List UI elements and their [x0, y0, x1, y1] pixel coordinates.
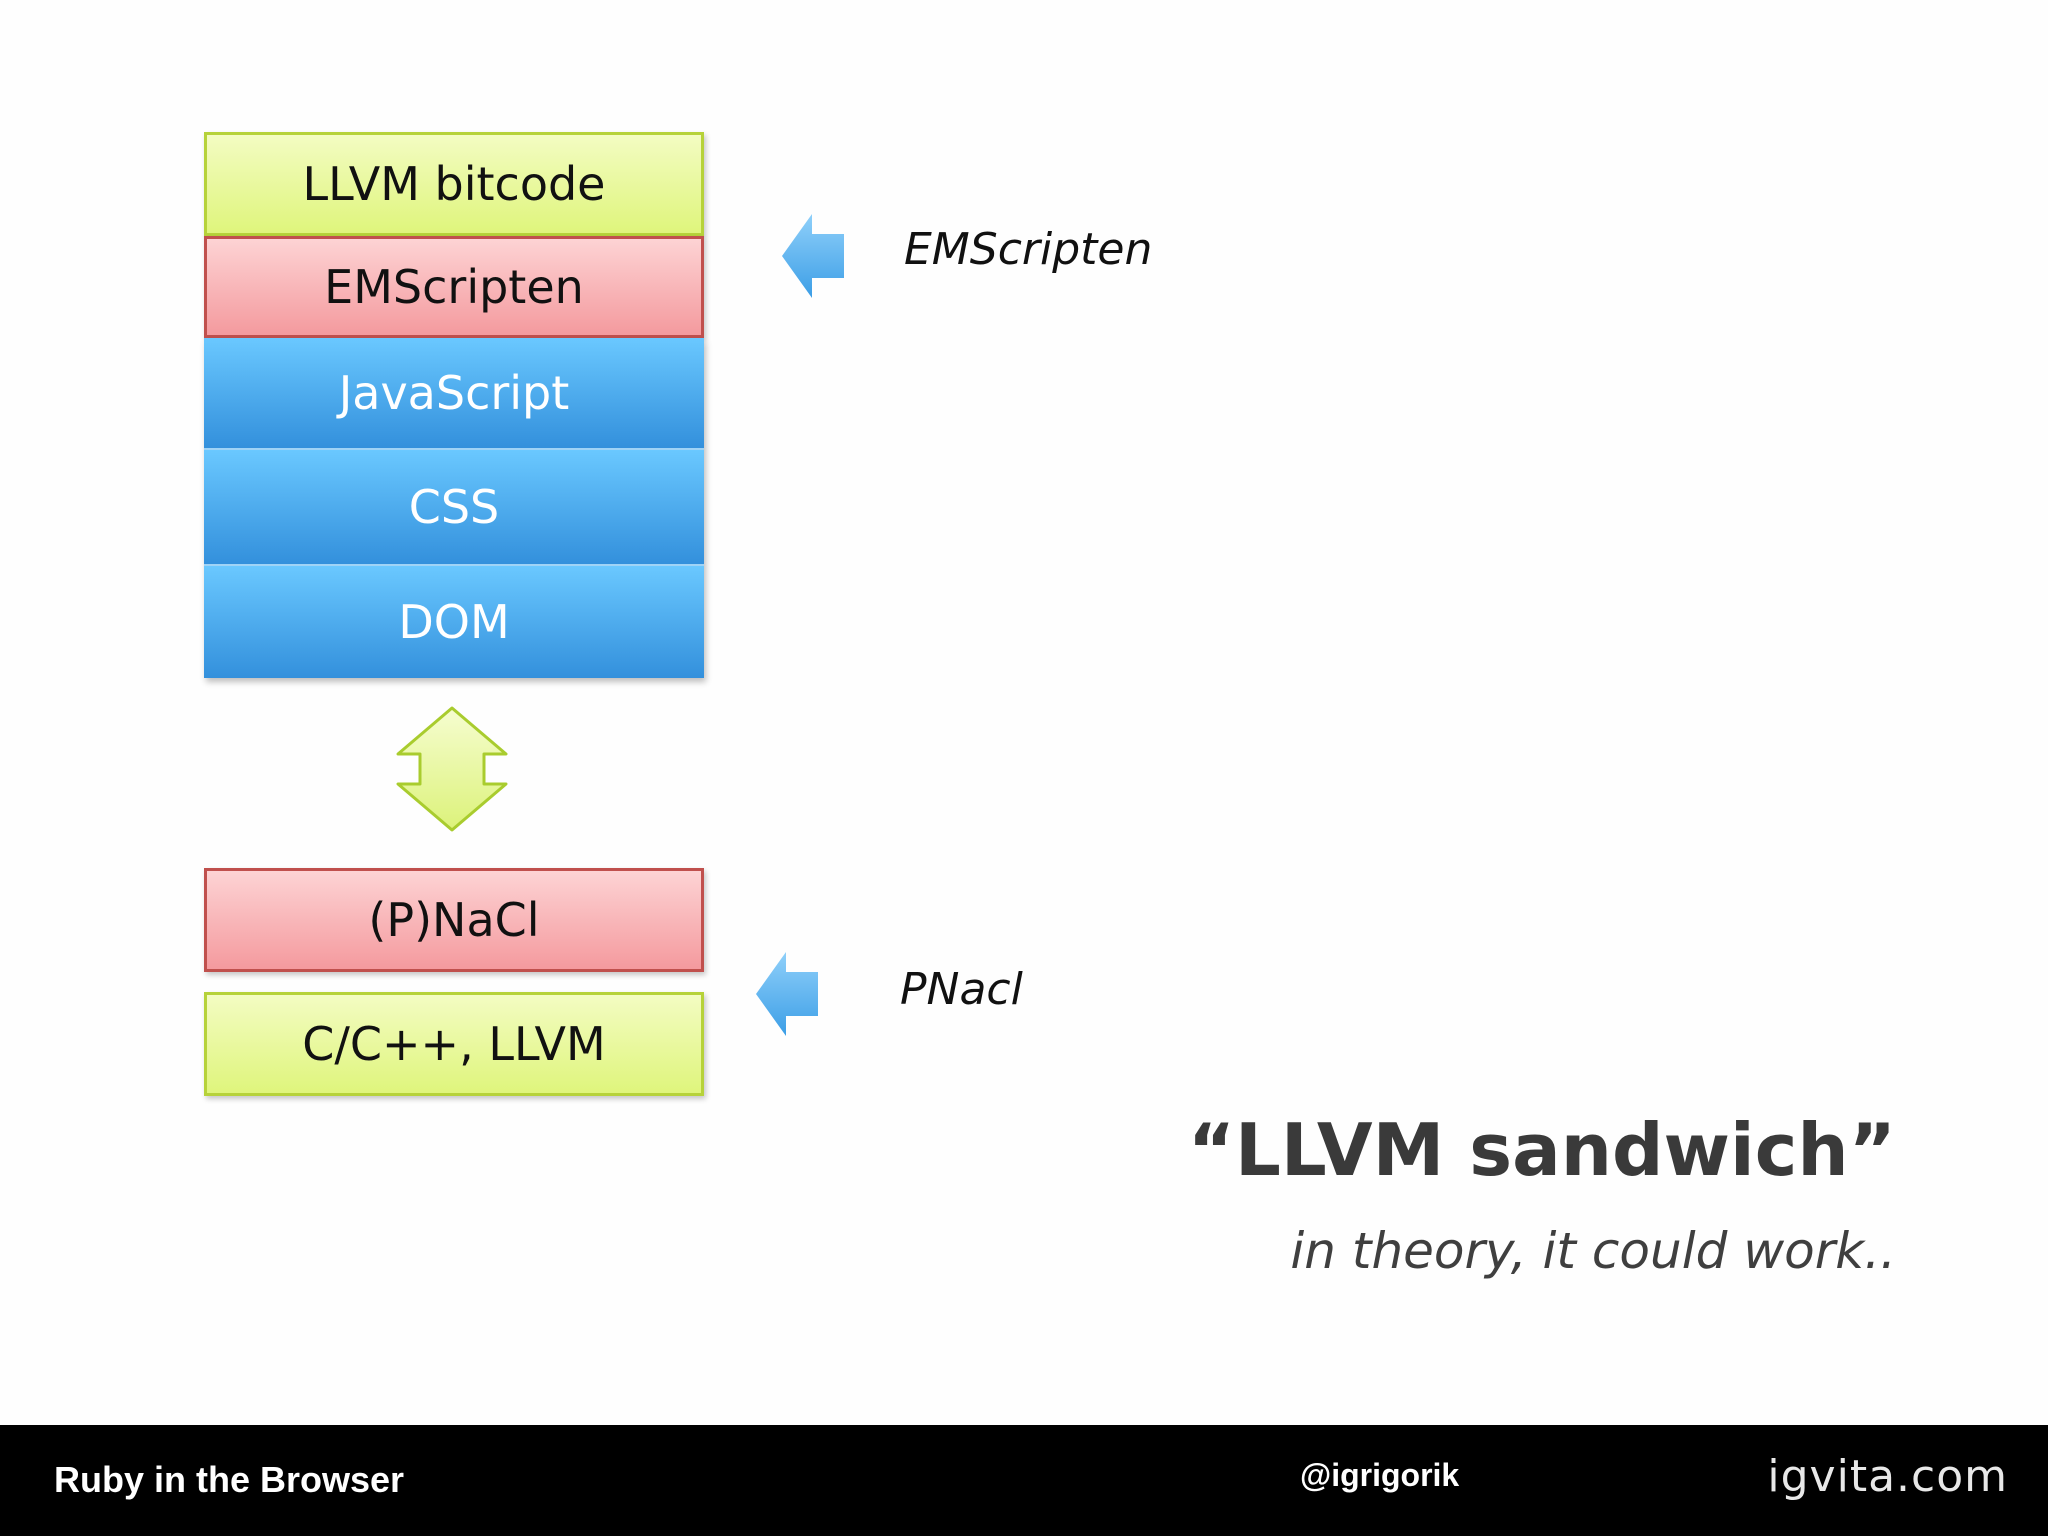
c-cpp-llvm-box: C/C++, LLVM [204, 992, 704, 1096]
twitter-handle: @igrigorik [1300, 1457, 1460, 1493]
pnacl-box-label: (P)NaCl [368, 893, 540, 947]
left-arrow-icon [756, 952, 818, 1036]
slide-title: “LLVM sandwich” [1187, 1108, 1896, 1192]
llvm-bitcode-box: LLVM bitcode [204, 132, 704, 236]
c-cpp-llvm-label: C/C++, LLVM [302, 1017, 606, 1071]
slide: LLVM bitcode EMScripten JavaScript CSS D… [204, 132, 1896, 1280]
left-arrow-icon [782, 214, 844, 298]
dom-box: DOM [204, 566, 704, 678]
emscripten-box: EMScripten [204, 236, 704, 338]
javascript-box: JavaScript [204, 338, 704, 450]
footer-bar: Ruby in the Browser @igrigorik igvita.co… [0, 1425, 2048, 1536]
pnacl-callout: PNacl [900, 964, 1023, 1015]
pnacl-box: (P)NaCl [204, 868, 704, 972]
site-logo: igvita.com [1767, 1451, 2008, 1502]
css-box: CSS [204, 450, 704, 566]
slide-subtitle: in theory, it could work.. [1290, 1222, 1896, 1280]
css-label: CSS [408, 480, 500, 534]
llvm-bitcode-label: LLVM bitcode [302, 157, 606, 211]
dom-label: DOM [398, 595, 510, 649]
emscripten-callout: EMScripten [904, 224, 1153, 275]
double-arrow-icon [396, 706, 508, 832]
emscripten-box-label: EMScripten [324, 260, 584, 314]
talk-title: Ruby in the Browser [54, 1459, 405, 1500]
javascript-label: JavaScript [338, 366, 570, 420]
web-platform-stack: JavaScript CSS DOM [204, 338, 704, 678]
